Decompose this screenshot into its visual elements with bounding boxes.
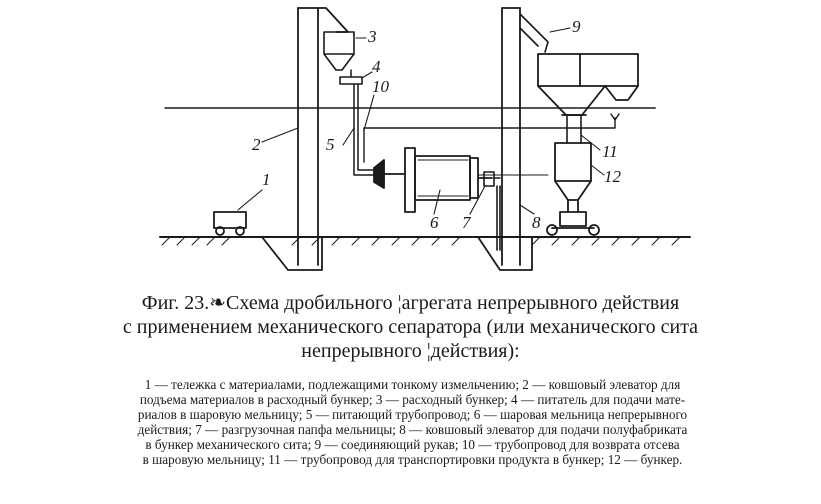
figure-caption-line-2: с применением механического сепаратора (… (122, 316, 699, 338)
callout-6: 6 (430, 213, 439, 232)
feed-pipe-5-inner (357, 83, 375, 171)
callout-5: 5 (326, 135, 335, 154)
right-elevator-pit (477, 236, 533, 271)
discharge-nozzle-7 (483, 171, 501, 251)
product-pipe-11 (566, 114, 582, 144)
callout-4: 4 (372, 57, 381, 76)
bucket-elevator-2 (297, 7, 349, 266)
ground-hatching (161, 236, 681, 246)
legend-line-2: подъема материалов в расходный бункер; 3… (139, 392, 686, 407)
callout-1: 1 (262, 170, 271, 189)
callout-11: 11 (602, 142, 618, 161)
screen-bunker (537, 53, 639, 116)
legend-line-4: действия; 7 — разгрузочная папфа мельниц… (137, 422, 688, 437)
callout-10: 10 (372, 77, 390, 96)
callout-3: 3 (367, 27, 377, 46)
callout-2: 2 (252, 135, 261, 154)
supply-bunker-3 (323, 31, 355, 71)
plant-schematic-figure: 1 2 3 4 5 6 7 8 9 10 11 12 (159, 7, 691, 271)
callout-8: 8 (532, 213, 541, 232)
material-cart-1 (213, 211, 247, 236)
figure-caption-line-3: непрерывного ¦действия): (301, 340, 520, 362)
callout-7: 7 (462, 213, 472, 232)
callout-12: 12 (604, 167, 622, 186)
legend-line-5: в бункер механического сита; 9 — соединя… (145, 437, 680, 452)
feed-pipe-5 (353, 83, 375, 176)
figure-caption-line-1: Фиг. 23.❧Схема дробильного ¦агрегата неп… (141, 292, 680, 314)
product-bunker-12 (546, 142, 600, 236)
plant-schematic-drawing: 1 2 3 4 5 6 7 8 9 10 11 12 (159, 7, 691, 271)
callout-9: 9 (572, 17, 581, 36)
bucket-elevator-8 (501, 7, 521, 266)
legend-line-1: 1 — тележка с материалами, подлежащими т… (144, 377, 681, 392)
left-elevator-pit (261, 236, 323, 271)
return-arrow (610, 113, 620, 121)
callout-leaders (237, 27, 605, 215)
connecting-chute-9 (519, 13, 549, 53)
return-pipe-10 (363, 117, 616, 163)
feeder-4 (339, 76, 363, 85)
legend-line-6: в шаровую мельницу; 11 — трубопровод для… (142, 452, 683, 467)
legend-line-3: риалов в шаровую мельницу; 5 — питающий … (137, 407, 688, 422)
ball-mill-6 (373, 147, 493, 213)
